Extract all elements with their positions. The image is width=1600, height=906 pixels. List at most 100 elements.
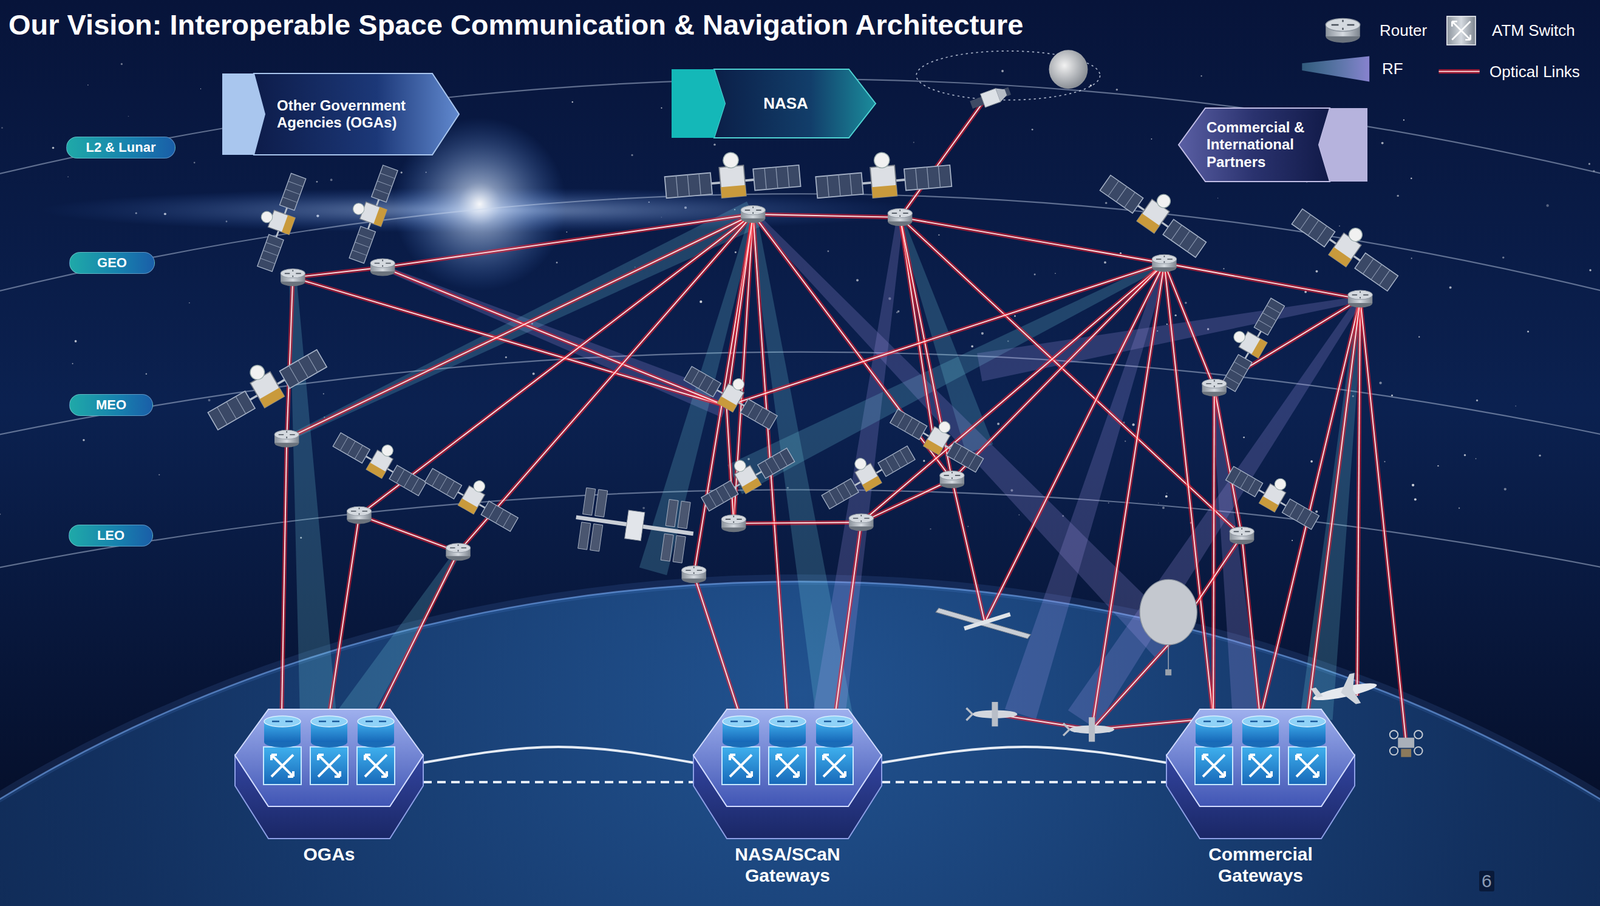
gateway-label: Commercial Gateways — [1184, 843, 1337, 887]
satellite-icon — [694, 436, 797, 515]
router-icon — [721, 514, 746, 533]
optical-link — [1214, 387, 1242, 536]
quadcopter-icon — [1389, 730, 1423, 758]
gateway-label: NASA/SCaN Gateways — [711, 843, 864, 887]
optical-link-glow — [1357, 298, 1361, 696]
optical-link-glow — [726, 214, 754, 407]
optical-link-glow — [952, 479, 985, 623]
optical-link — [726, 214, 754, 407]
optical-link-glow — [752, 214, 953, 480]
optical-link — [458, 214, 754, 552]
gateway-link — [423, 746, 694, 763]
router-icon — [1325, 18, 1360, 43]
optical-link — [1357, 298, 1361, 696]
router-icon — [1202, 378, 1227, 397]
airplane-icon — [1309, 669, 1381, 713]
optical-link-glow — [861, 262, 1165, 523]
optical-link — [281, 438, 287, 718]
optical-link-glow — [458, 214, 754, 552]
legend-text: ATM Switch — [1491, 21, 1576, 40]
gateway-platform: Commercial Gateways — [1166, 709, 1355, 889]
space-station-icon — [571, 486, 698, 565]
atm-switch-stack — [721, 715, 760, 785]
rf-beam — [285, 201, 760, 442]
router-icon — [280, 268, 305, 287]
rf-beam — [289, 277, 337, 720]
page-number: 6 — [1479, 870, 1495, 892]
optical-link-glow — [375, 551, 458, 719]
router-icon — [848, 513, 874, 532]
optical-link-glow — [382, 267, 727, 407]
optical-link-glow — [694, 214, 753, 575]
optical-link — [952, 479, 985, 623]
atm-switch-stack — [357, 715, 395, 785]
optical-link-glow — [292, 277, 727, 407]
legend-text: Optical Links — [1489, 62, 1580, 81]
optical-link — [1213, 387, 1215, 718]
gateway-link — [881, 780, 1167, 784]
legend-item: RF — [1382, 59, 1404, 78]
optical-link — [1164, 262, 1361, 299]
atm-switch-stack — [310, 715, 348, 785]
orbit-name: GEO — [97, 255, 127, 271]
optical-link — [726, 262, 1165, 406]
optical-link — [694, 214, 753, 575]
optical-link-glow — [1164, 262, 1214, 718]
router-icon — [740, 205, 766, 224]
atm-switch-stack — [1194, 715, 1233, 785]
optical-link — [694, 574, 741, 719]
rf-legend-icon — [1301, 55, 1370, 82]
orbit-label: L2 & Lunar — [66, 136, 176, 159]
optical-link-glow — [1091, 644, 1169, 730]
orbit-name: MEO — [95, 397, 127, 413]
legend-item: Router — [1379, 21, 1427, 40]
optical-link — [328, 514, 359, 718]
router-icon — [346, 506, 372, 525]
orbit-arc — [0, 193, 1600, 296]
lunar-spacecraft-icon — [969, 84, 1013, 112]
earth — [0, 581, 1600, 906]
orbit-name: LEO — [97, 527, 125, 544]
optical-link — [1164, 262, 1214, 718]
router-icon — [445, 543, 470, 562]
optical-link — [359, 214, 754, 516]
satellite-icon — [1224, 454, 1327, 533]
optical-link — [834, 522, 862, 719]
rf-beam — [1211, 387, 1262, 720]
moon — [1049, 49, 1089, 89]
legend-text: Router — [1379, 21, 1427, 40]
optical-link — [286, 214, 753, 440]
optical-links — [281, 100, 1407, 744]
optical-link-glow — [292, 267, 383, 278]
optical-link — [752, 214, 900, 218]
atm-switch-stack — [1288, 715, 1327, 785]
atm-switch-stack — [1241, 715, 1280, 785]
gateway-platform: OGAs — [234, 709, 424, 868]
rf-beam — [338, 550, 461, 727]
optical-link-glow — [694, 574, 741, 719]
uav-icon — [966, 701, 1018, 727]
satellite-icon — [244, 168, 310, 273]
optical-link-glow — [752, 214, 900, 218]
rf-beams — [285, 201, 1364, 729]
optical-link-glow — [1164, 262, 1361, 299]
optical-link-glow — [726, 262, 1165, 406]
optical-link — [292, 277, 727, 407]
optical-link-glow — [359, 514, 459, 552]
optical-legend-line — [1438, 71, 1480, 73]
optical-link — [1241, 535, 1260, 719]
router-icon — [1229, 527, 1254, 545]
optical-link-glow — [1307, 298, 1361, 719]
orbit-label: LEO — [68, 524, 154, 547]
optical-link — [292, 267, 383, 278]
orbit-label: MEO — [69, 394, 154, 416]
banner-text: NASA — [763, 94, 809, 113]
optical-link — [1360, 298, 1407, 743]
optical-legend-glow — [1438, 69, 1480, 74]
platform-shape — [234, 709, 424, 839]
satellite-icon — [330, 420, 433, 499]
agency-banner: NASA — [671, 69, 876, 138]
optical-link-glow — [1214, 387, 1242, 536]
satellite-icon — [1289, 196, 1408, 295]
